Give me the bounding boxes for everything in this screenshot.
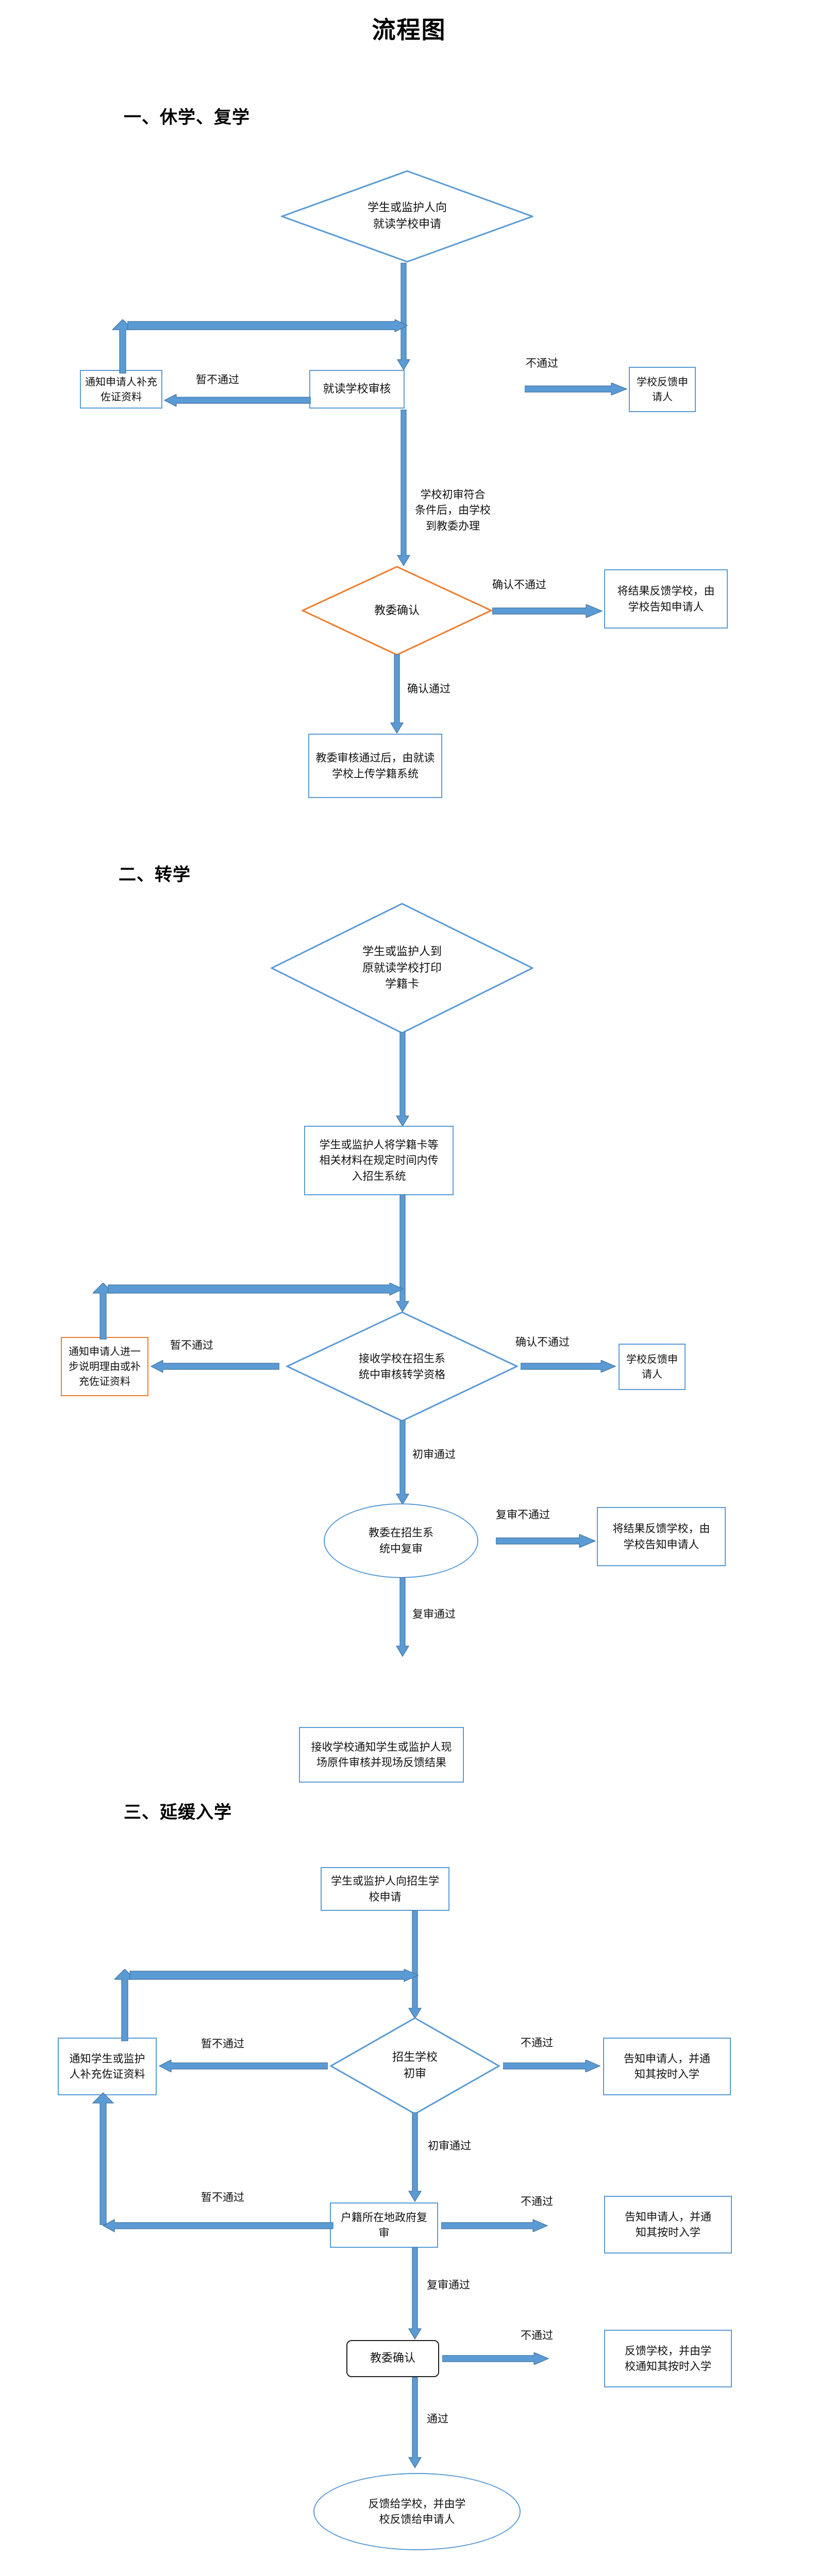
node-s3-inform-on-time-2: 告知申请人，并通 知其按时入学: [604, 2196, 732, 2253]
edge-label-s3-fail-2: 不通过: [521, 2195, 553, 2208]
arrow-s3-review-to-inform1: [503, 2060, 601, 2072]
edge-label-s3-temp-fail-2: 暂不通过: [201, 2191, 244, 2204]
node-s2-committee-recheck: 教委在招生系 统中复审: [324, 1503, 478, 1578]
node-label: 告知申请人，并通 知其按时入学: [624, 2052, 710, 2080]
node-s2-notify-supplement: 通知申请人进一 步说明理由或补 充佐证资料: [61, 1337, 148, 1396]
node-label: 就读学校审核: [323, 382, 391, 396]
diamond-shape-icon: [281, 170, 533, 263]
arrow-s2-review-to-feedback: [521, 1360, 616, 1372]
arrow-s1-review-to-feedback: [525, 383, 628, 395]
edge-label-s1-temp-fail: 暂不通过: [196, 374, 239, 386]
edge-label-s1-confirm-pass: 确认通过: [407, 683, 450, 695]
edge-label-s3-first-pass: 初审通过: [428, 2140, 471, 2152]
node-label: 通知申请人进一 步说明理由或补 充佐证资料: [69, 1345, 141, 1387]
arrow-s1-committee-to-result: [492, 604, 603, 618]
arrow-s3-confirm-to-feedback: [442, 2352, 549, 2365]
edge-label-s1-confirm-fail: 确认不通过: [492, 579, 546, 591]
node-s3-inform-on-time-1: 告知申请人，并通 知其按时入学: [603, 2038, 731, 2095]
node-s1-notify-supplement: 通知申请人补充 佐证资料: [80, 370, 162, 409]
arrow-s2-first-pass: [396, 1420, 409, 1505]
arrow-s3-pass: [408, 2377, 422, 2469]
node-label: 学生或监护人到 原就读学校打印 学籍卡: [362, 945, 442, 991]
node-label: 教委在招生系 统中复审: [369, 1527, 433, 1555]
edge-label-s2-first-pass: 初审通过: [412, 1448, 456, 1461]
node-s2-upload-materials: 学生或监护人将学籍卡等 相关材料在规定时间内传 入招生系统: [304, 1126, 454, 1195]
edge-label-s3-temp-fail-1: 暂不通过: [201, 2038, 244, 2050]
node-s1-upload-system: 教委审核通过后，由就读 学校上传学籍系统: [308, 734, 442, 798]
node-label: 通知申请人补充 佐证资料: [85, 375, 157, 403]
node-label: 学生或监护人向招生学 校申请: [331, 1875, 439, 1903]
node-label: 教委确认: [374, 604, 420, 617]
node-s2-result-to-school: 将结果反馈学校，由 学校告知申请人: [597, 1507, 726, 1566]
edge-label-s1-to-committee: 学校初审符合 条件后，由学校 到教委办理: [415, 488, 491, 532]
node-s3-start: 学生或监护人向招生学 校申请: [321, 1867, 449, 1911]
arrow-s2-upload-to-review: [396, 1194, 409, 1313]
node-s2-onsite-check: 接收学校通知学生或监护人现 场原件审核并现场反馈结果: [299, 1727, 464, 1783]
node-s1-result-to-school: 将结果反馈学校，由 学校告知申请人: [604, 569, 728, 629]
node-label: 学校反馈申 请人: [637, 376, 688, 403]
arrow-s3-first-pass: [408, 2112, 422, 2202]
page-title: 流程图: [372, 16, 446, 44]
arrow-s2-review-to-notify: [151, 1360, 279, 1372]
node-label: 招生学校 初审: [392, 2051, 438, 2080]
edge-label-s1-fail: 不通过: [526, 357, 558, 369]
node-label: 通知学生或监护 人补充佐证资料: [69, 2052, 145, 2080]
arrow-s3-notify-back-to-flow: [114, 1969, 419, 2041]
arrow-s3-review-to-notify: [159, 2060, 328, 2072]
node-s1-school-review: 就读学校审核: [309, 370, 405, 409]
node-s3-notify-supplement: 通知学生或监护 人补充佐证资料: [58, 2038, 157, 2095]
edge-label-s3-pass: 通过: [427, 2413, 448, 2425]
node-label: 将结果反馈学校，由 学校告知申请人: [617, 585, 715, 613]
arrow-s1-supplement-back-to-review: [112, 319, 408, 374]
section-heading-1: 一、休学、复学: [124, 107, 250, 128]
node-label: 反馈学校，并由学 校通知其按时入学: [625, 2344, 711, 2372]
node-s3-government-recheck: 户籍所在地政府复 审: [330, 2202, 438, 2248]
node-label: 学校反馈申 请人: [626, 1353, 678, 1380]
arrow-s3-gov-to-inform2: [441, 2219, 548, 2232]
edge-label-s3-fail-3: 不通过: [521, 2329, 553, 2342]
node-label: 接收学校在招生系 统中审核转学资格: [359, 1352, 445, 1381]
node-label: 教委审核通过后，由就读 学校上传学籍系统: [315, 752, 435, 780]
node-label: 接收学校通知学生或监护人现 场原件审核并现场反馈结果: [311, 1740, 452, 1769]
node-label: 反馈给学校，并由学 校反馈给申请人: [368, 2497, 466, 2526]
edge-label-s3-recheck-pass: 复审通过: [427, 2279, 470, 2291]
arrow-s3-gov-to-notify: [92, 2092, 333, 2233]
node-s3-committee-confirm: 教委确认: [346, 2340, 439, 2377]
arrow-s2-recheck-fail: [496, 1534, 596, 1548]
node-s3-final-feedback: 反馈给学校，并由学 校反馈给申请人: [313, 2473, 521, 2550]
edge-label-s2-recheck-pass: 复审通过: [412, 1608, 456, 1620]
arrow-s1-start-to-review: [397, 263, 410, 371]
node-s2-start: 学生或监护人到 原就读学校打印 学籍卡: [271, 903, 533, 1034]
edge-label-s2-confirm-fail: 确认不通过: [515, 1336, 570, 1348]
arrow-s1-review-to-committee: [397, 410, 410, 567]
arrow-s2-recheck-pass: [396, 1578, 409, 1657]
arrow-s3-start-to-first-review: [408, 1910, 422, 2020]
node-s1-feedback-applicant: 学校反馈申 请人: [629, 367, 696, 412]
node-label: 学生或监护人向 就读学校申请: [367, 201, 447, 231]
edge-label-s3-fail-1: 不通过: [521, 2037, 553, 2049]
node-label: 将结果反馈学校，由 学校告知申请人: [612, 1522, 710, 1551]
node-s3-feedback-school: 反馈学校，并由学 校通知其按时入学: [604, 2330, 732, 2387]
node-label: 户籍所在地政府复 审: [341, 2211, 427, 2239]
node-label: 教委确认: [370, 2352, 415, 2365]
node-s1-committee-confirm: 教委确认: [302, 566, 492, 656]
node-s1-start: 学生或监护人向 就读学校申请: [281, 170, 533, 263]
node-s2-feedback-applicant: 学校反馈申 请人: [619, 1344, 686, 1390]
edge-label-s2-temp-fail: 暂不通过: [170, 1339, 213, 1351]
node-s3-school-first-review: 招生学校 初审: [330, 2017, 500, 2115]
arrow-s2-notify-back-to-flow: [93, 1283, 404, 1340]
node-label: 学生或监护人将学籍卡等 相关材料在规定时间内传 入招生系统: [319, 1138, 439, 1182]
section-heading-3: 三、延缓入学: [124, 1802, 232, 1823]
arrow-s2-start-to-upload: [396, 1032, 409, 1127]
arrow-s1-review-to-supplement: [164, 394, 311, 406]
node-label: 告知申请人，并通 知其按时入学: [625, 2210, 711, 2239]
node-s2-school-review: 接收学校在招生系 统中审核转学资格: [286, 1311, 518, 1422]
arrow-s1-committee-pass: [390, 654, 404, 734]
arrow-s3-recheck-pass: [408, 2247, 422, 2340]
section-heading-2: 二、转学: [119, 865, 191, 885]
edge-label-s2-recheck-fail: 复审不通过: [496, 1509, 550, 1521]
